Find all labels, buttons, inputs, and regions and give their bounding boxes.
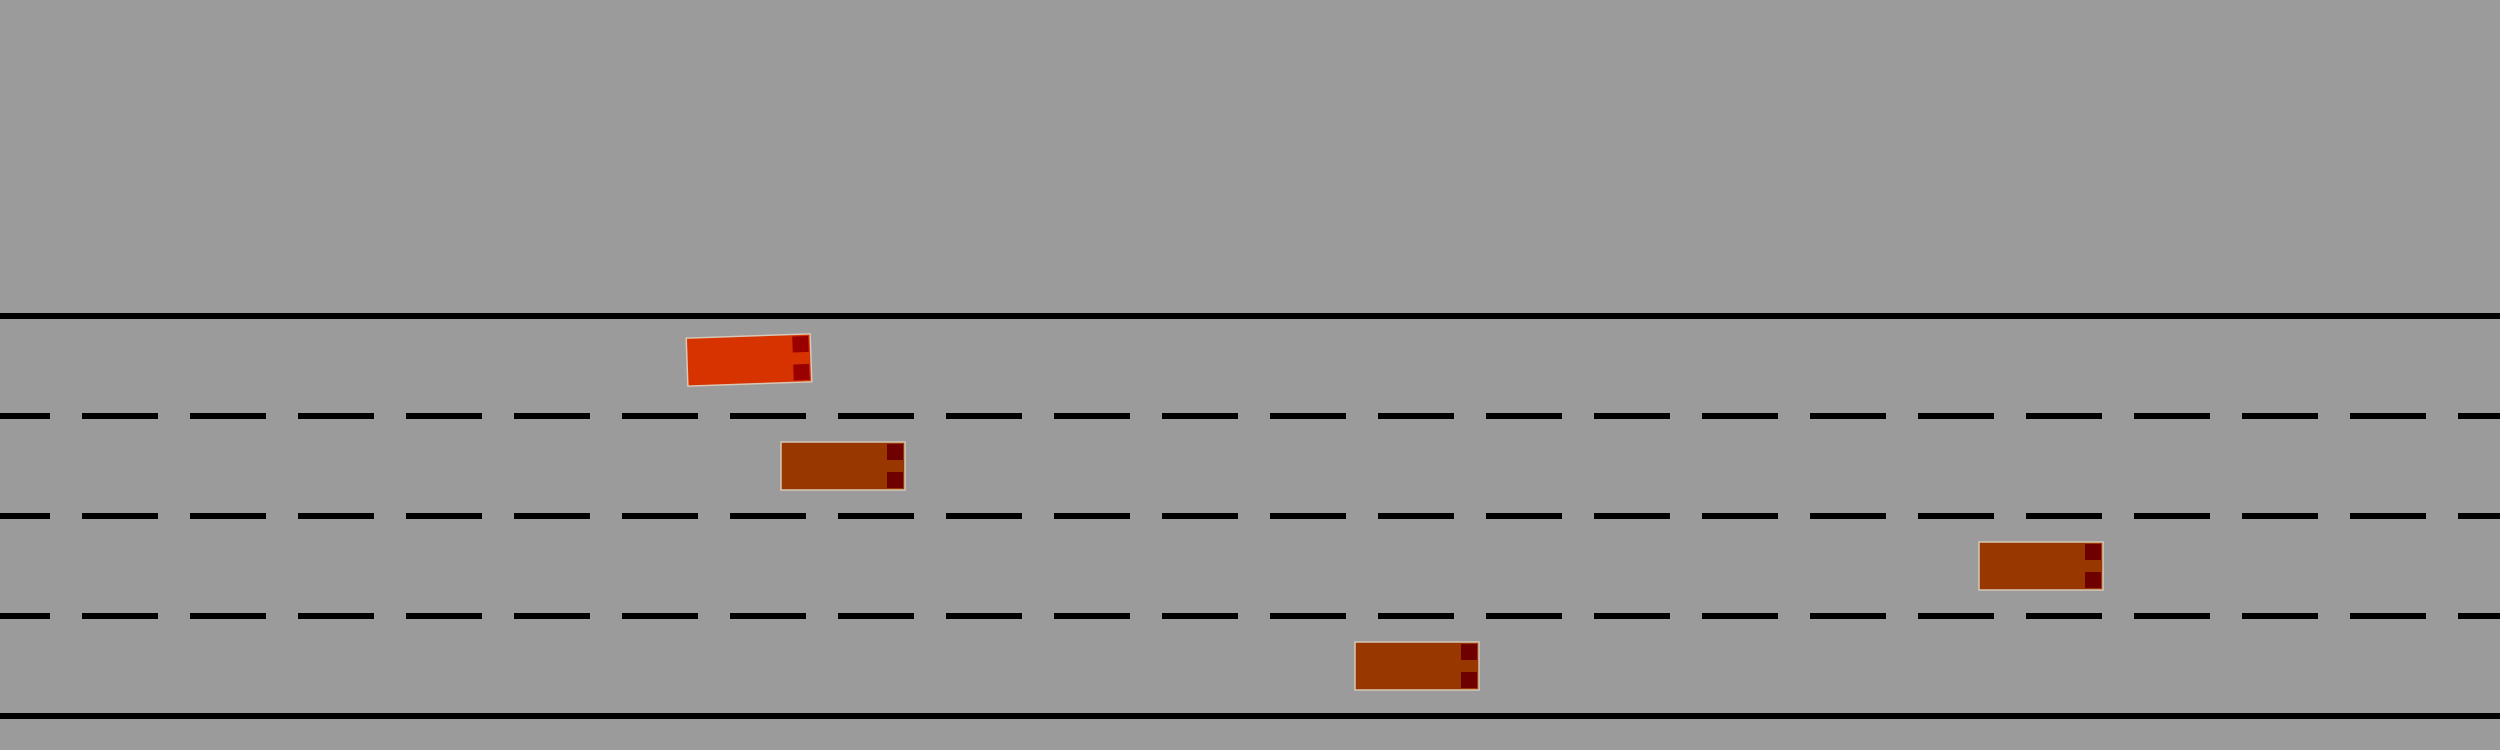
vehicles — [685, 333, 2104, 691]
vehicle-body — [1978, 541, 2104, 591]
vehicle-body — [1354, 641, 1480, 691]
headlight-right — [887, 472, 903, 488]
traffic-vehicle-v3 — [1354, 641, 1480, 691]
headlight-left — [792, 335, 809, 353]
headlight-right — [2085, 572, 2101, 588]
headlight-right — [793, 363, 810, 381]
traffic-vehicle-v2 — [1978, 541, 2104, 591]
headlight-right — [1461, 672, 1477, 688]
ego-vehicle — [685, 333, 813, 387]
vehicle-body — [685, 333, 813, 387]
headlight-left — [1461, 644, 1477, 660]
lane-markings — [0, 313, 2500, 719]
traffic-vehicle-v1 — [780, 441, 906, 491]
headlight-left — [2085, 544, 2101, 560]
vehicle-body — [780, 441, 906, 491]
headlight-left — [887, 444, 903, 460]
